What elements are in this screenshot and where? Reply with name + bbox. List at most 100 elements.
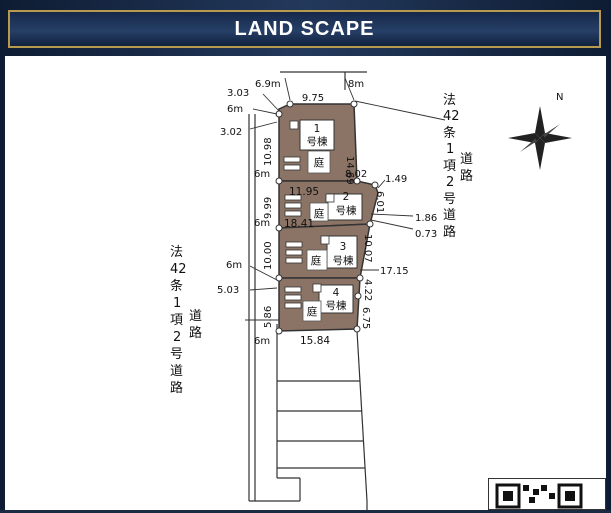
lot-1-garden-label: 庭 <box>314 156 325 169</box>
lot-4-garden-label: 庭 <box>307 305 318 318</box>
left-road-strip <box>248 114 301 502</box>
road-right-ro: 路 <box>443 224 456 240</box>
dim-5-86: 5.86 <box>263 306 274 328</box>
corner-markers <box>275 100 379 335</box>
lot-1: 1 号棟 庭 <box>278 103 358 182</box>
dim-10-00: 10.00 <box>263 241 274 270</box>
dim-6m-d: 6m <box>226 260 242 271</box>
lot-4-house <box>318 284 354 314</box>
dim-10-07: 10.07 <box>362 234 373 263</box>
road-right-ho: 法 <box>443 93 456 108</box>
lot-3-number: 3 <box>340 241 347 253</box>
road-left-ro: 路 <box>170 380 183 396</box>
road-right-side-do: 道 <box>460 152 473 167</box>
lot-4-meter-box <box>312 283 322 293</box>
site-plan-diagram: 1 号棟 庭 2 号棟 庭 3 号棟 庭 <box>170 71 572 510</box>
dim-1-86: 1.86 <box>415 213 437 224</box>
compass-east-point <box>540 133 572 143</box>
road-right-jou: 条 <box>443 125 456 141</box>
road-left-side-do: 道 <box>189 309 202 324</box>
road-left-side-ro: 路 <box>189 325 202 341</box>
lot-2-number: 2 <box>343 191 350 203</box>
qr-code-icon <box>495 483 583 509</box>
compass-south-point <box>535 138 545 170</box>
lot-4-name: 号棟 <box>326 299 347 312</box>
lower-plots <box>276 324 368 510</box>
road-label-left: 法 42 条 1 項 2 号 道 路 道 路 <box>170 245 202 396</box>
road-left-kou: 項 <box>170 313 183 328</box>
dim-8m: 8m <box>348 79 364 90</box>
dim-10-98: 10.98 <box>263 137 274 166</box>
dim-9-99: 9.99 <box>263 197 274 219</box>
road-left-num: 42 <box>170 262 187 277</box>
lot-3-garden-label: 庭 <box>311 254 322 267</box>
lot-4: 4 号棟 庭 <box>278 277 361 332</box>
lot-4-parking-b <box>284 294 302 301</box>
compass-north-point <box>535 106 545 138</box>
qr-code-partial <box>488 478 606 510</box>
dim-6-75: 6.75 <box>360 307 371 329</box>
compass-west-point <box>508 133 540 143</box>
dim-6m-top: 6m <box>227 104 243 115</box>
page-title: LAND SCAPE <box>234 17 375 40</box>
road-right-two: 2 <box>446 175 454 190</box>
lot-1-number: 1 <box>314 123 321 135</box>
road-right-num: 42 <box>443 109 460 124</box>
lot-1-name: 号棟 <box>307 135 328 148</box>
lot-2-meter-box <box>325 193 335 203</box>
lot-2-garden-label: 庭 <box>314 207 325 220</box>
lot-1-parking-b <box>283 164 301 171</box>
dim-5-03: 5.03 <box>217 285 239 296</box>
dim-11-95: 11.95 <box>289 186 319 198</box>
lot-4-parking-c <box>284 302 302 309</box>
road-left-gou: 号 <box>170 347 183 362</box>
lot-2-parking-a <box>284 194 302 201</box>
lot-2-parking-b <box>284 202 302 209</box>
dim-6m-e: 6m <box>254 336 270 347</box>
dim-6-01: 6.01 <box>374 191 385 213</box>
road-right-gou: 号 <box>443 192 456 207</box>
lot-4-parking-a <box>284 286 302 293</box>
road-left-one: 1 <box>173 296 181 311</box>
lot-2-name: 号棟 <box>336 204 357 217</box>
dim-8-02: 8.02 <box>345 169 367 180</box>
dim-3-02: 3.02 <box>220 127 242 138</box>
dim-6m-c: 6m <box>254 218 270 229</box>
dim-1-49: 1.49 <box>385 174 407 185</box>
lot-3-parking-c <box>285 257 303 264</box>
dim-0-73: 0.73 <box>415 229 437 240</box>
lot-4-number: 4 <box>333 287 340 299</box>
leader-lines <box>245 77 446 321</box>
road-label-right: 法 42 条 1 項 2 号 道 路 道 路 <box>443 93 473 240</box>
lot-2-garden <box>309 202 329 222</box>
road-right-side-ro: 路 <box>460 168 473 184</box>
lot-1-garden <box>307 150 331 174</box>
lot-3: 3 号棟 庭 <box>278 223 371 279</box>
lot-4-garden <box>302 300 322 322</box>
lot-3-garden <box>306 249 328 271</box>
dimension-labels: 6.9m 9.75 8m 3.03 6m 3.02 10.98 14.69 6m… <box>217 79 437 347</box>
site-plan-canvas: 1 号棟 庭 2 号棟 庭 3 号棟 庭 <box>5 56 606 510</box>
compass-north-label: N <box>556 92 563 103</box>
lot-2-parking-c <box>284 210 302 217</box>
compass-rose: N <box>508 92 572 170</box>
dim-6m-b: 6m <box>254 169 270 180</box>
dim-14-69: 14.69 <box>344 156 355 185</box>
lot-1-parking-a <box>283 156 301 163</box>
top-road-lines <box>280 71 367 90</box>
lot-3-name: 号棟 <box>333 254 354 267</box>
road-left-ho: 法 <box>170 245 183 260</box>
road-left-two: 2 <box>173 330 181 345</box>
dim-17-15: 17.15 <box>380 266 409 277</box>
header-banner: LAND SCAPE <box>8 10 601 48</box>
lot-1-house <box>299 119 335 151</box>
dim-15-84: 15.84 <box>300 335 330 347</box>
road-left-do: 道 <box>170 364 183 379</box>
dim-4-22: 4.22 <box>362 279 373 301</box>
lot-3-parking-b <box>285 249 303 256</box>
road-right-kou: 項 <box>443 159 456 174</box>
road-right-do: 道 <box>443 208 456 223</box>
road-left-jou: 条 <box>170 278 183 294</box>
dim-3-03: 3.03 <box>227 88 249 99</box>
lot-3-meter-box <box>320 235 330 245</box>
